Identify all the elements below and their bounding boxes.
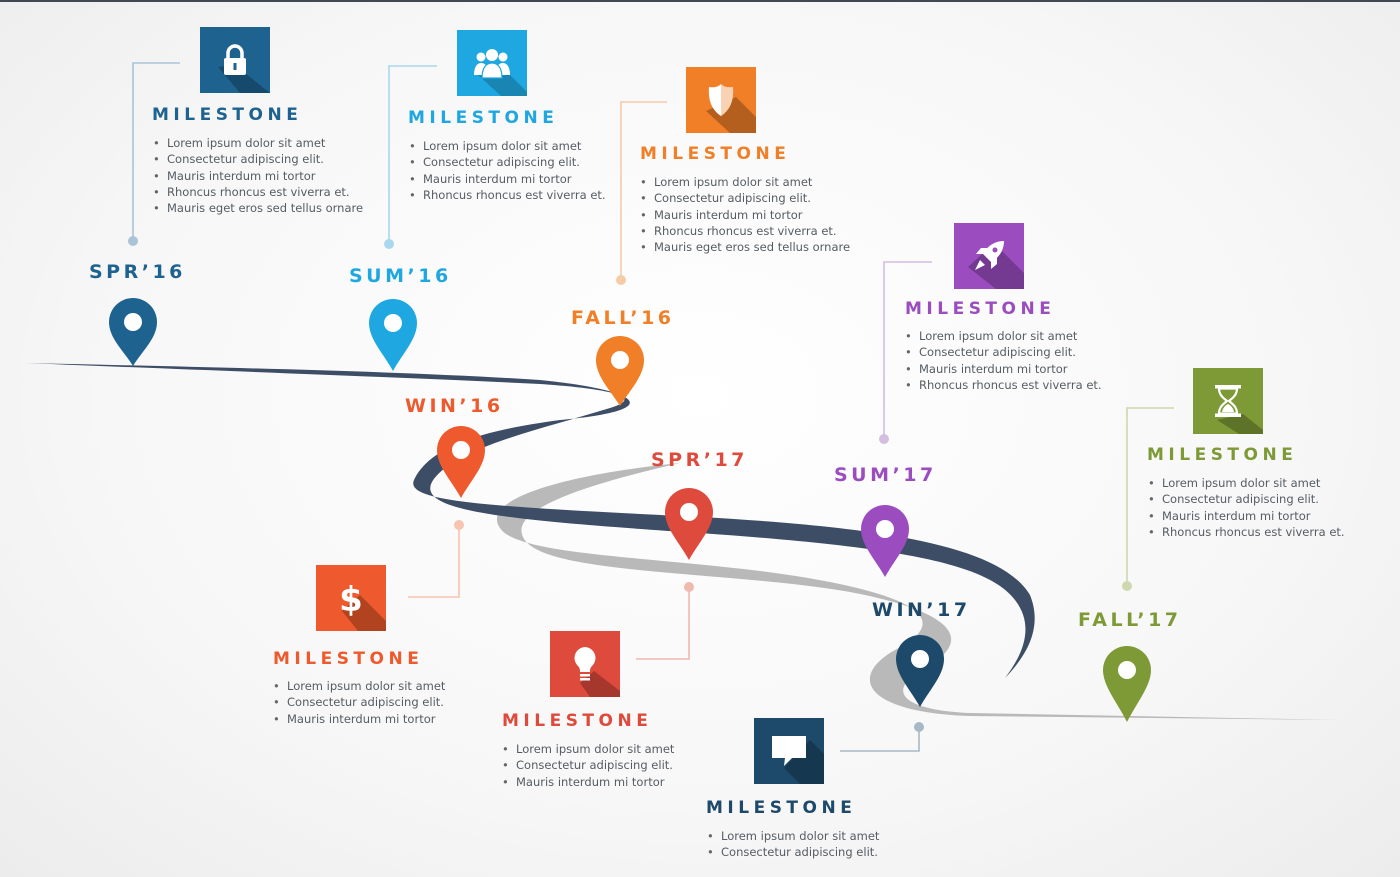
bullet-item: Mauris interdum mi tortor <box>273 711 445 728</box>
bullet-item: Lorem ipsum dolor sit amet <box>707 828 879 845</box>
milestone-win17-bullets: Lorem ipsum dolor sit amet Consectetur a… <box>707 828 879 861</box>
bullet-item: Consectetur adipiscing elit. <box>1148 491 1345 508</box>
pin-win16-icon <box>437 426 485 498</box>
bullet-item: Lorem ipsum dolor sit amet <box>1148 475 1345 492</box>
connector-fall17 <box>1122 407 1174 591</box>
milestone-spr16-title: MILESTONE <box>152 105 303 125</box>
bullet-item: Lorem ipsum dolor sit amet <box>409 138 606 155</box>
bullet-item: Lorem ipsum dolor sit amet <box>502 741 674 758</box>
milestone-spr17-bullets: Lorem ipsum dolor sit amet Consectetur a… <box>502 741 674 790</box>
milestone-sum16-bullets: Lorem ipsum dolor sit amet Consectetur a… <box>409 138 606 203</box>
bullet-item: Mauris interdum mi tortor <box>409 171 606 188</box>
lightbulb-icon <box>574 647 596 681</box>
milestone-fall17-title: MILESTONE <box>1147 445 1298 465</box>
bullet-item: Lorem ipsum dolor sit amet <box>153 135 363 152</box>
pin-sum17-icon <box>861 505 909 577</box>
milestone-spr17-title: MILESTONE <box>502 711 653 731</box>
milestone-fall16-icon-box <box>686 67 756 133</box>
dollar-icon: $ <box>339 580 363 617</box>
milestone-sum16-title: MILESTONE <box>408 108 559 128</box>
season-label-win17: WIN’17 <box>872 599 971 621</box>
dark-road <box>25 363 1035 678</box>
chat-bubble-icon <box>772 736 806 766</box>
top-border <box>0 0 1400 2</box>
milestone-win16-bullets: Lorem ipsum dolor sit amet Consectetur a… <box>273 678 445 727</box>
pin-fall16-icon <box>596 336 644 406</box>
milestone-sum16-icon-box <box>457 30 527 96</box>
lock-icon <box>224 44 246 75</box>
bullet-item: Consectetur adipiscing elit. <box>273 694 445 711</box>
season-label-fall17: FALL’17 <box>1078 609 1182 631</box>
connector-sum17 <box>879 261 932 444</box>
bullet-item: Lorem ipsum dolor sit amet <box>905 328 1102 345</box>
svg-text:$: $ <box>339 580 363 617</box>
shield-icon <box>708 84 734 116</box>
milestone-sum17-icon-box <box>954 223 1024 289</box>
bullet-item: Rhoncus rhoncus est viverra et. <box>640 223 850 240</box>
rocket-icon <box>975 241 1004 270</box>
milestone-win16-title: MILESTONE <box>273 649 424 669</box>
bullet-item: Mauris interdum mi tortor <box>502 774 674 791</box>
connector-win17 <box>840 722 924 752</box>
milestone-win17-title: MILESTONE <box>706 798 857 818</box>
bullet-item: Mauris interdum mi tortor <box>640 207 850 224</box>
connector-win16 <box>408 520 464 598</box>
bullet-item: Mauris interdum mi tortor <box>905 361 1102 378</box>
season-label-spr16: SPR’16 <box>89 261 186 283</box>
season-label-win16: WIN’16 <box>405 395 504 417</box>
pin-spr17-icon <box>665 488 713 560</box>
milestone-fall16-bullets: Lorem ipsum dolor sit amet Consectetur a… <box>640 174 850 256</box>
bullet-item: Mauris interdum mi tortor <box>153 168 363 185</box>
bullet-item: Mauris eget eros sed tellus ornare <box>153 200 363 217</box>
bullet-item: Consectetur adipiscing elit. <box>502 757 674 774</box>
bullet-item: Lorem ipsum dolor sit amet <box>273 678 445 695</box>
bullet-item: Consectetur adipiscing elit. <box>905 344 1102 361</box>
people-icon <box>474 49 510 79</box>
pin-fall17-icon <box>1103 646 1151 722</box>
milestone-spr16-icon-box <box>200 27 270 93</box>
pin-sum16-icon <box>369 299 417 371</box>
pin-win17-icon <box>896 635 944 707</box>
bullet-item: Rhoncus rhoncus est viverra et. <box>409 187 606 204</box>
bullet-item: Rhoncus rhoncus est viverra et. <box>1148 524 1345 541</box>
season-label-fall16: FALL’16 <box>571 307 675 329</box>
milestone-fall16-title: MILESTONE <box>640 144 791 164</box>
bullet-item: Mauris eget eros sed tellus ornare <box>640 239 850 256</box>
connector-fall16 <box>616 101 667 285</box>
hourglass-icon <box>1215 385 1241 417</box>
season-label-sum17: SUM’17 <box>834 464 937 486</box>
connector-spr16 <box>128 62 180 246</box>
milestone-fall17-bullets: Lorem ipsum dolor sit amet Consectetur a… <box>1148 475 1345 540</box>
bullet-item: Consectetur adipiscing elit. <box>153 151 363 168</box>
bullet-item: Consectetur adipiscing elit. <box>640 190 850 207</box>
milestone-sum17-bullets: Lorem ipsum dolor sit amet Consectetur a… <box>905 328 1102 393</box>
bullet-item: Lorem ipsum dolor sit amet <box>640 174 850 191</box>
bullet-item: Mauris interdum mi tortor <box>1148 508 1345 525</box>
milestone-sum17-title: MILESTONE <box>905 299 1056 319</box>
milestone-win17-icon-box <box>754 718 824 784</box>
milestone-win16-icon-box: $ <box>316 565 386 631</box>
season-label-spr17: SPR’17 <box>651 449 748 471</box>
connector-spr17 <box>636 582 694 660</box>
bullet-item: Consectetur adipiscing elit. <box>409 154 606 171</box>
connector-sum16 <box>384 65 437 249</box>
bullet-item: Rhoncus rhoncus est viverra et. <box>905 377 1102 394</box>
season-label-sum16: SUM’16 <box>349 265 452 287</box>
milestone-fall17-icon-box <box>1193 368 1263 434</box>
bullet-item: Consectetur adipiscing elit. <box>707 844 879 861</box>
milestone-spr17-icon-box <box>550 631 620 697</box>
bullet-item: Rhoncus rhoncus est viverra et. <box>153 184 363 201</box>
pin-spr16-icon <box>109 298 157 366</box>
milestone-spr16-bullets: Lorem ipsum dolor sit amet Consectetur a… <box>153 135 363 217</box>
